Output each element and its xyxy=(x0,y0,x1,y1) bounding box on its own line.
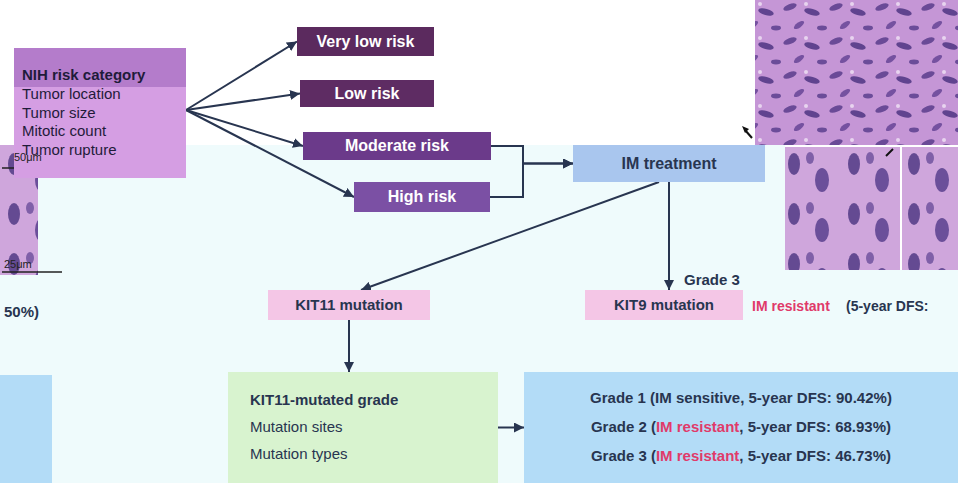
panel-ground xyxy=(0,145,958,483)
note-label: 25μm xyxy=(4,258,32,270)
box-text: KIT9 mutation xyxy=(614,296,714,315)
process-box: IM treatment xyxy=(573,145,765,182)
box-text: IM resistant xyxy=(656,418,739,435)
box-text: Grade 1 (IM sensitive, 5-year DFS: 90.42… xyxy=(590,389,892,406)
process-box: KIT9 mutation xyxy=(585,290,743,320)
note-label: (5-year DFS: xyxy=(846,298,928,314)
box-text: IM treatment xyxy=(621,154,716,174)
flow-arrow xyxy=(361,182,659,290)
box-text: Mutation types xyxy=(250,445,348,464)
image-divider xyxy=(785,145,958,147)
cropped-panel xyxy=(0,375,52,483)
image-divider xyxy=(900,145,902,270)
flow-arrow xyxy=(348,320,350,372)
histology-image xyxy=(785,145,958,270)
process-box: Very low risk xyxy=(297,27,434,56)
text-row: Grade 1 (IM sensitive, 5-year DFS: 90.42… xyxy=(590,389,892,408)
text-row: Grade 3 (IM resistant, 5-year DFS: 46.73… xyxy=(591,447,891,466)
box-text: Grade 3 ( xyxy=(591,447,656,464)
flow-arrow xyxy=(491,146,573,164)
box-text: Moderate risk xyxy=(345,136,449,156)
box-text: Mitotic count xyxy=(22,122,106,141)
note-label: Grade 3 xyxy=(684,271,740,288)
box-text: KIT11-mutated grade xyxy=(250,391,398,410)
histology-image xyxy=(755,0,958,145)
box-text: Tumor location xyxy=(22,85,121,104)
flow-arrow xyxy=(668,182,670,290)
pointer-arrow xyxy=(742,126,749,133)
process-box: KIT11-mutated gradeMutation sitesMutatio… xyxy=(228,372,498,483)
flow-arrow xyxy=(498,427,524,429)
process-box: KIT11 mutation xyxy=(268,290,430,320)
box-text: Grade 2 ( xyxy=(591,418,656,435)
box-text: Tumor size xyxy=(22,104,96,123)
note-label: IM resistant xyxy=(752,298,830,314)
pointer-arrow xyxy=(886,149,893,156)
box-text: NIH risk category xyxy=(22,66,145,85)
process-box: Grade 1 (IM sensitive, 5-year DFS: 90.42… xyxy=(524,372,958,483)
flow-arrow xyxy=(186,94,300,111)
note-label: 50μm xyxy=(14,151,42,163)
box-text: Mutation sites xyxy=(250,418,343,437)
box-text: Low risk xyxy=(335,84,400,104)
box-text: Very low risk xyxy=(317,32,415,52)
box-text: , 5-year DFS: 68.93%) xyxy=(739,418,891,435)
flow-arrow xyxy=(186,110,303,146)
flow-arrow xyxy=(490,164,573,198)
process-box: Low risk xyxy=(300,80,434,107)
box-text: KIT11 mutation xyxy=(295,296,403,315)
box-text: , 5-year DFS: 46.73%) xyxy=(739,447,891,464)
text-row: Grade 2 (IM resistant, 5-year DFS: 68.93… xyxy=(591,418,891,437)
box-text: High risk xyxy=(388,187,456,207)
flow-arrow xyxy=(186,42,297,111)
scale-bar xyxy=(2,271,62,273)
process-box: High risk xyxy=(354,182,490,212)
box-text: IM resistant xyxy=(656,447,739,464)
process-box: Moderate risk xyxy=(303,132,491,160)
note-label: 50%) xyxy=(4,303,39,320)
